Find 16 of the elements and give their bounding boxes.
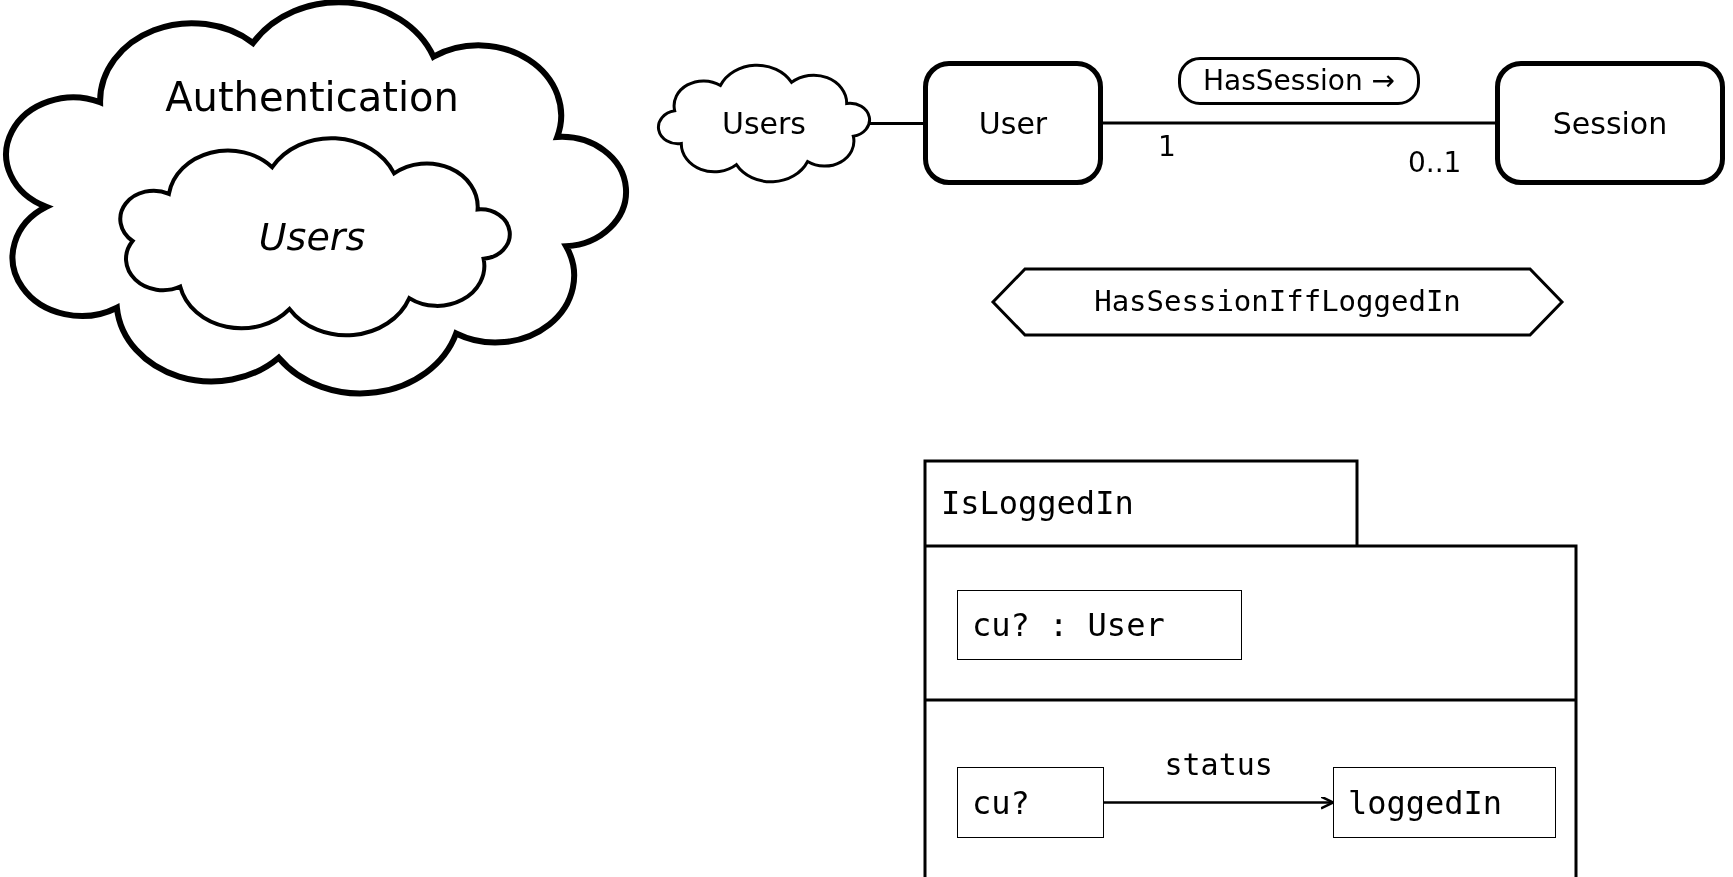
- entity-box: Session: [1495, 61, 1725, 185]
- variable-box: loggedIn: [1333, 767, 1556, 838]
- multiplicity-label: 1: [1158, 130, 1176, 163]
- schema-title: IsLoggedIn: [941, 484, 1134, 521]
- cloud-label: Authentication: [165, 74, 459, 120]
- variable-box: cu?: [957, 767, 1104, 838]
- multiplicity-label: 0..1: [1408, 146, 1462, 179]
- association-label: HasSession →: [1178, 57, 1420, 105]
- entity-box: User: [923, 61, 1103, 185]
- cloud-label: Users: [722, 106, 806, 141]
- connector-line: [868, 122, 923, 125]
- arrow: [1104, 795, 1335, 810]
- connector-line: [1103, 121, 1495, 125]
- constraint-label: HasSessionIffLoggedIn: [1094, 285, 1461, 319]
- cloud-label: Users: [258, 215, 366, 260]
- declaration-box: cu? : User: [957, 590, 1242, 660]
